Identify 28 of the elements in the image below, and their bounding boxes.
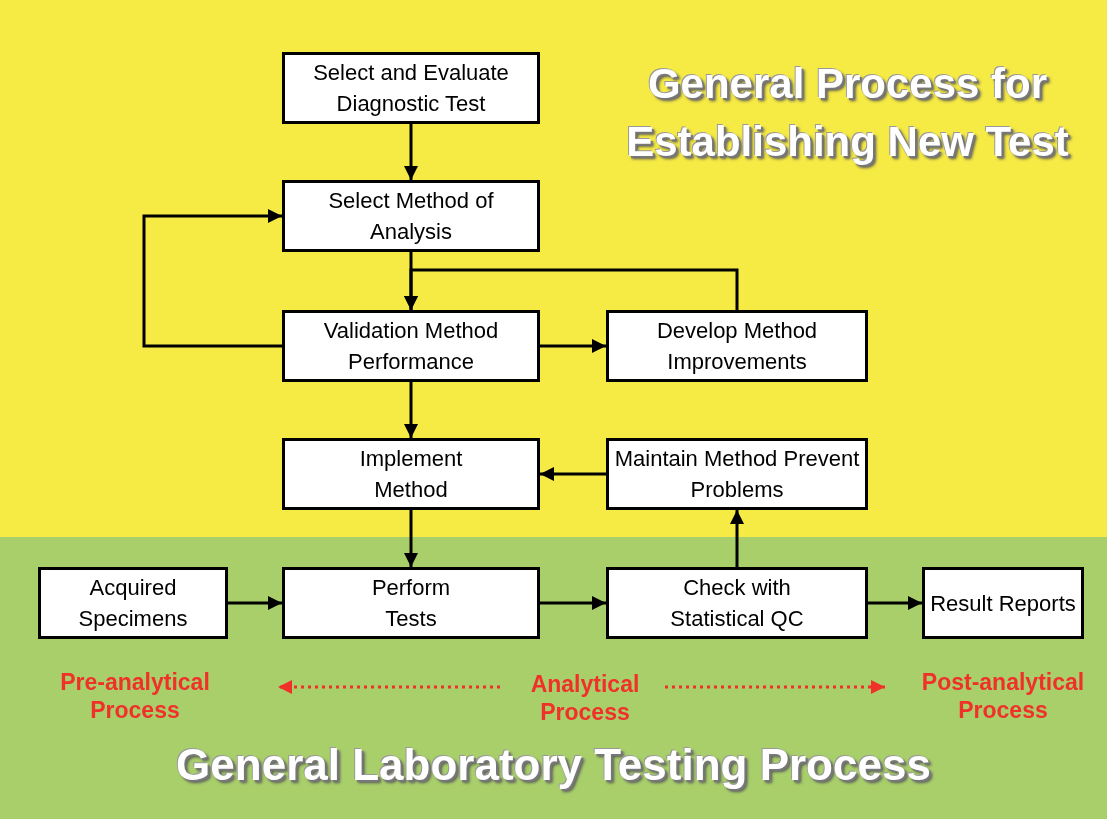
- arrow: [404, 382, 418, 438]
- phase-label: Post-analytical Process: [920, 668, 1086, 724]
- process-box: Develop Method Improvements: [606, 310, 868, 382]
- process-box: Select and Evaluate Diagnostic Test: [282, 52, 540, 124]
- process-box: Acquired Specimens: [38, 567, 228, 639]
- arrow: [404, 124, 418, 180]
- arrow: [540, 596, 606, 610]
- process-box: Maintain Method Prevent Problems: [606, 438, 868, 510]
- phase-label: Analytical Process: [529, 670, 641, 726]
- arrow: [540, 339, 606, 353]
- heading: General Laboratory Testing Process: [175, 739, 932, 791]
- arrow: [404, 510, 418, 567]
- background-band: [0, 0, 1107, 537]
- phase-label: Pre-analytical Process: [59, 668, 211, 724]
- arrow: [228, 596, 282, 610]
- arrow: [142, 209, 282, 348]
- arrow: [730, 510, 744, 567]
- heading: General Process for Establishing New Test: [625, 59, 1070, 167]
- process-box: Implement Method: [282, 438, 540, 510]
- arrow: [404, 268, 739, 310]
- process-box: Select Method of Analysis: [282, 180, 540, 252]
- arrow: [540, 467, 606, 481]
- process-box: Validation Method Performance: [282, 310, 540, 382]
- arrow: [868, 596, 922, 610]
- process-box: Perform Tests: [282, 567, 540, 639]
- process-box: Check with Statistical QC: [606, 567, 868, 639]
- process-box: Result Reports: [922, 567, 1084, 639]
- background-band: [0, 537, 1107, 819]
